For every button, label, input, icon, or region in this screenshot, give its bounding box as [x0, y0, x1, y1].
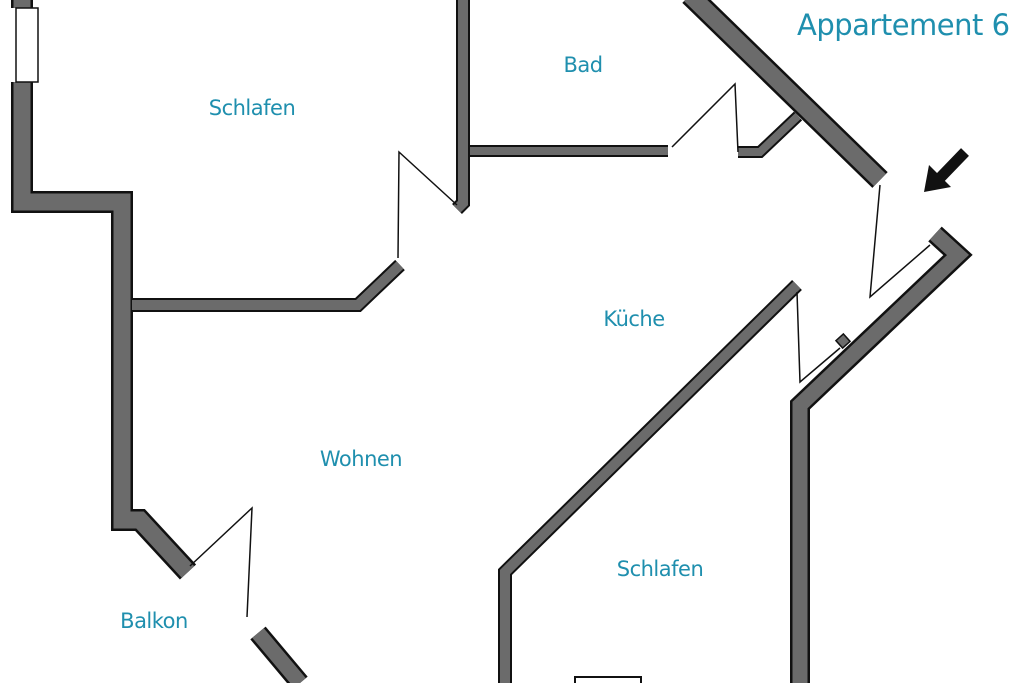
outer-wall-left	[11, 82, 197, 580]
door-bad	[671, 82, 739, 153]
door-balkon	[189, 506, 253, 618]
window-left	[15, 7, 39, 83]
door-entrance	[869, 184, 931, 299]
entrance-arrow-icon	[924, 148, 969, 192]
room-label-kueche: Küche	[603, 307, 665, 331]
room-label-schlafen-top: Schlafen	[208, 96, 296, 120]
room-label-bad: Bad	[563, 53, 603, 77]
bottom-fixture	[574, 676, 642, 683]
door-schlafen	[397, 150, 458, 259]
apartment-title: Appartement 6	[797, 8, 1010, 42]
wall-kueche-schlafen	[498, 280, 802, 683]
room-label-balkon: Balkon	[120, 609, 188, 633]
window-kueche	[834, 332, 852, 350]
room-label-wohnen: Wohnen	[319, 447, 403, 471]
door-schlafen-bottom	[796, 291, 841, 384]
room-label-schlafen-bottom: Schlafen	[616, 557, 704, 581]
wall-right	[790, 226, 973, 683]
